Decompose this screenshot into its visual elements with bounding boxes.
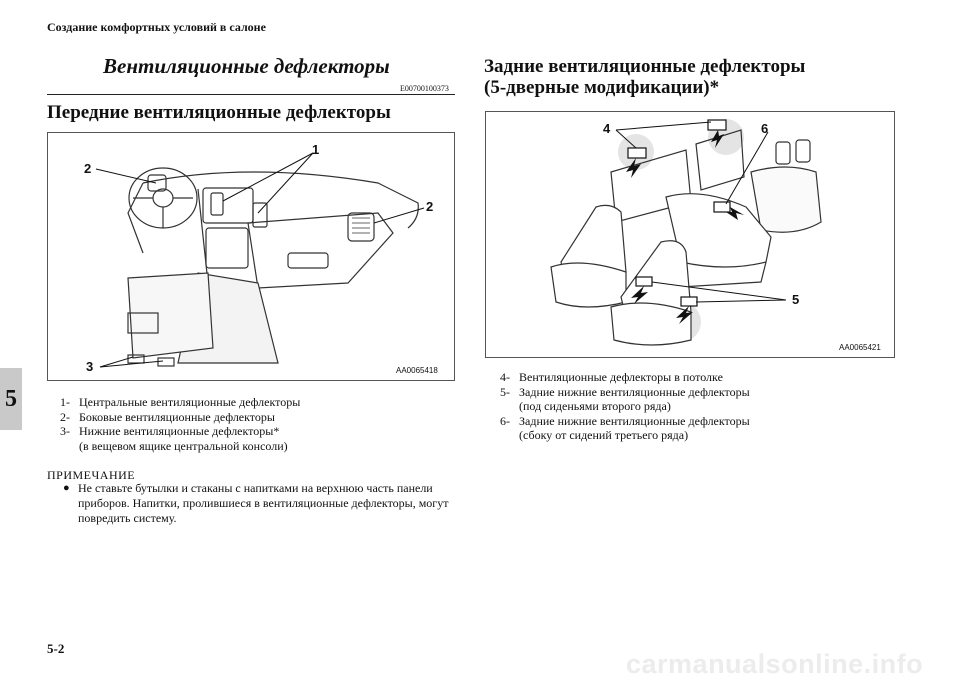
dashboard-illustration xyxy=(95,152,425,368)
legend-item-continuation: (под сиденьями второго ряда) xyxy=(519,399,671,413)
rear-vents-heading: Задние вентиляционные дефлекторы (5-двер… xyxy=(484,56,805,98)
rear-seats-figure: 4 6 5 AA0065421 xyxy=(485,111,895,358)
callout-2-right: 2 xyxy=(426,199,434,214)
figure-id: AA0065421 xyxy=(839,343,881,352)
legend-item: 6-Задние нижние вентиляционные дефлектор… xyxy=(500,413,750,428)
legend-item-continuation: (сбоку от сидений третьего ряда) xyxy=(519,428,689,442)
section-code: E00700100373 xyxy=(400,84,449,93)
chapter-tab: 5 xyxy=(0,368,22,430)
legend-item: 5-Задние нижние вентиляционные дефлектор… xyxy=(500,384,750,399)
dashboard-figure: 1 2 2 3 AA0065418 xyxy=(47,132,455,381)
callout-4: 4 xyxy=(603,121,611,136)
rear-vents-legend: 4-Вентиляционные дефлекторы в потолке 5-… xyxy=(500,370,750,443)
callout-5: 5 xyxy=(792,292,800,307)
legend-item: 4-Вентиляционные дефлекторы в потолке xyxy=(500,370,723,384)
watermark: carmanualsonline.info xyxy=(626,649,924,679)
legend-item: 3-Нижние вентиляционные дефлекторы* xyxy=(60,424,280,438)
bullet-icon: ● xyxy=(63,482,70,494)
section-title: Вентиляционные дефлекторы xyxy=(103,54,390,78)
chapter-number: 5 xyxy=(5,385,17,412)
section-divider xyxy=(47,94,455,95)
figure-id: AA0065418 xyxy=(396,366,438,375)
legend-item-continuation: (в вещевом ящике центральной консоли) xyxy=(79,438,288,453)
legend-item: 2-Боковые вентиляционные дефлекторы xyxy=(60,409,275,424)
chapter-header: Создание комфортных условий в салоне xyxy=(47,20,266,34)
callout-1: 1 xyxy=(312,142,320,157)
callout-6: 6 xyxy=(761,121,769,136)
note-title: ПРИМЕЧАНИЕ xyxy=(47,468,136,482)
rear-seats-illustration xyxy=(550,119,822,346)
rear-heading-line2: (5-дверные модификации)* xyxy=(484,77,720,98)
legend-item: 1-Центральные вентиляционные дефлекторы xyxy=(60,395,301,409)
note-body: ● Не ставьте бутылки и стаканы с напитка… xyxy=(63,481,458,526)
page-number: 5-2 xyxy=(47,641,65,656)
callout-2-left: 2 xyxy=(84,161,92,176)
rear-heading-line1: Задние вентиляционные дефлекторы xyxy=(484,56,806,77)
front-vents-heading: Передние вентиляционные дефлекторы xyxy=(47,102,391,123)
note-text: Не ставьте бутылки и стаканы с напитками… xyxy=(78,481,449,525)
callout-3: 3 xyxy=(86,359,94,374)
front-vents-legend: 1-Центральные вентиляционные дефлекторы … xyxy=(60,395,300,453)
